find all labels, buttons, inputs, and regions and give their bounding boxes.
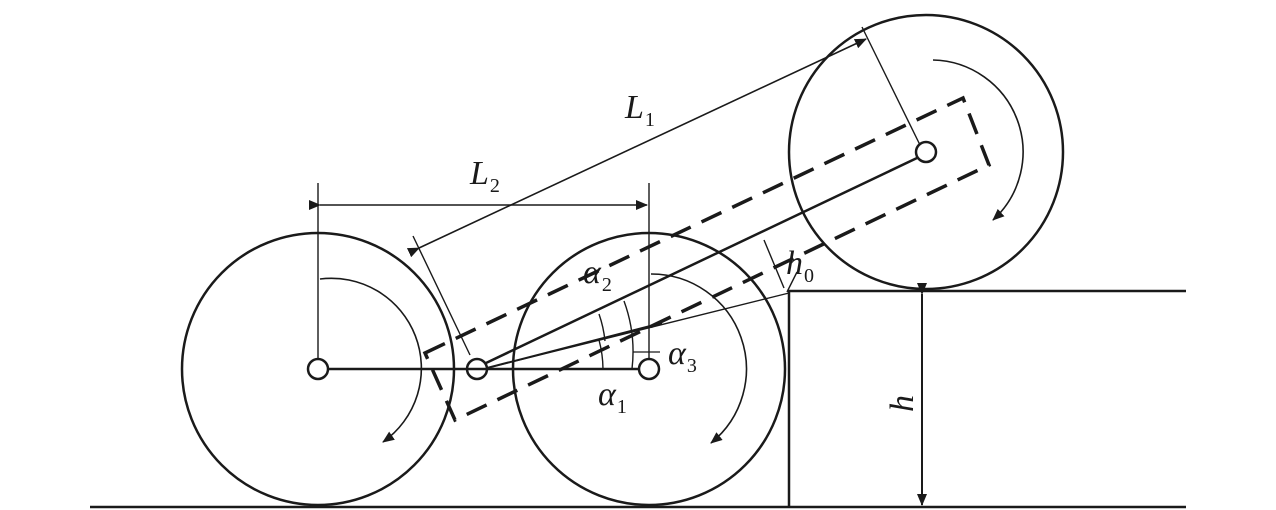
alpha2-label: α2 (583, 254, 612, 296)
l1-dimension-arrow (406, 38, 867, 258)
alpha2-arc (598, 313, 606, 342)
rear-wheel-rotation-arrow (319, 277, 423, 443)
alpha3-label: α3 (668, 335, 697, 377)
l2-label: L2 (469, 155, 500, 197)
middle-hub (637, 357, 661, 381)
front-hub (914, 140, 938, 164)
middle-wheel-rotation-arrow (650, 273, 748, 444)
arm-frame-line (485, 156, 918, 365)
front-wheel-rotation-arrow (932, 59, 1024, 221)
dashed-arm-body (422, 95, 992, 423)
step-obstacle (787, 289, 1186, 507)
l1-ext-left (412, 235, 471, 356)
alpha1-arc (598, 339, 604, 370)
l1-ext-right (861, 26, 921, 146)
alpha1-label: α1 (598, 376, 627, 418)
l1-label: L1 (624, 89, 655, 131)
h0-ext-right (786, 271, 798, 293)
alpha3-arc (623, 300, 634, 370)
rear-hub (306, 357, 330, 381)
h-label: h (884, 395, 921, 412)
alpha-ray-line (486, 322, 663, 369)
h0-label: h0 (786, 245, 814, 287)
